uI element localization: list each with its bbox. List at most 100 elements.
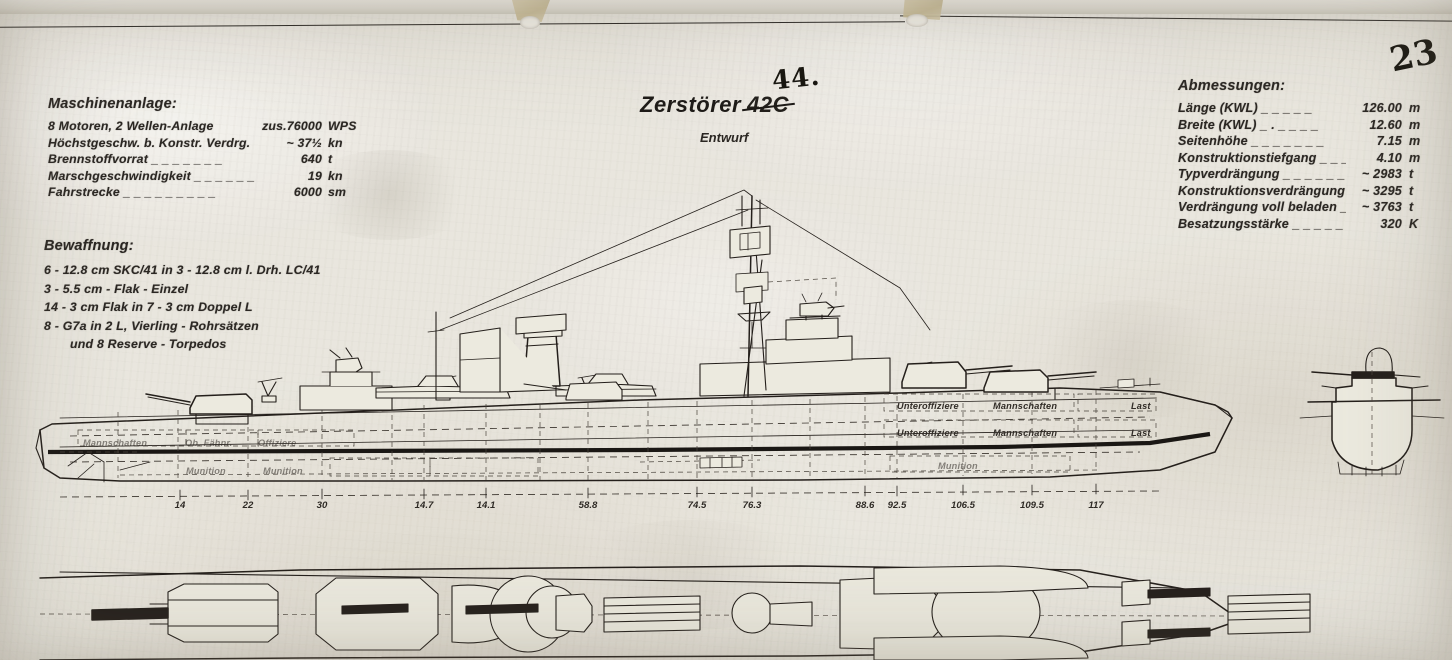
station-number: 14.1 — [476, 500, 496, 511]
compartment-label: Last — [1131, 428, 1151, 438]
machinery-heading: Maschinenanlage: — [48, 96, 177, 112]
dimension-row-label: Verdrängung voll beladen _ _ — [1178, 200, 1346, 214]
machinery-row-unit: kn — [328, 168, 343, 183]
dimension-row-value: ~ 2983 — [1361, 167, 1402, 181]
dimension-row-unit: t — [1409, 200, 1414, 214]
compartment-label: Offiziere — [258, 438, 297, 448]
dimension-row-label: Seitenhöhe _ _ _ _ _ _ _ — [1178, 134, 1325, 148]
station-number: 106.5 — [950, 500, 976, 511]
dimension-row-label: Länge (KWL) _ _ _ _ _ — [1178, 101, 1313, 115]
bulkheads — [117, 390, 1097, 480]
station-number: 22 — [242, 500, 254, 511]
machinery-row-value: 19 — [307, 168, 322, 183]
machinery-block: Maschinenanlage: 8 Motoren, 2 Wellen-Anl… — [48, 96, 356, 199]
dimension-row-value: 320 — [1380, 216, 1402, 231]
machinery-row-label: Brennstoffvorrat _ _ _ _ _ _ _ — [48, 152, 223, 166]
machinery-row-label: Fahrstrecke _ _ _ _ _ _ _ _ _ — [48, 185, 216, 199]
dimension-row-label: Breite (KWL) _ . _ _ _ _ — [1178, 117, 1319, 132]
dimension-row-unit: m — [1409, 134, 1421, 148]
forward-turrets — [523, 361, 1097, 401]
station-number: 88.6 — [855, 500, 875, 511]
compartment-label: Unteroffiziere — [897, 428, 959, 438]
title-struck-designation: 42C — [747, 92, 789, 117]
armament-line: 14 - 3 cm Flak in 7 - 3 cm Doppel L — [44, 300, 253, 314]
station-number: 117 — [1088, 500, 1104, 511]
mount-strip — [0, 0, 1452, 14]
deck-shelters — [459, 313, 567, 393]
armament-line: 8 - G7a in 2 L, Vierling - Rohrsätzen — [44, 318, 259, 333]
station-number: 14 — [174, 500, 186, 511]
dimension-row-unit: t — [1409, 183, 1414, 198]
compartment-label: Munition — [263, 466, 303, 476]
station-number: 109.5 — [1019, 500, 1045, 511]
machinery-row-value: ~ 37½ — [286, 135, 322, 150]
machinery-row-label: Marschgeschwindigkeit _ _ _ _ _ _ — [48, 168, 255, 183]
compartment-label: Unteroffiziere — [897, 401, 959, 411]
armament-line: 6 - 12.8 cm SKC/41 in 3 - 12.8 cm l. Drh… — [44, 263, 321, 277]
station-number: 92.5 — [887, 500, 907, 511]
station-number: 58.8 — [578, 500, 598, 511]
dimension-row-unit: m — [1409, 150, 1421, 165]
dimension-row-value: 4.10 — [1376, 150, 1402, 165]
station-number: 74.5 — [687, 500, 707, 511]
dimension-row-label: Konstruktionstiefgang _ _ _ — [1178, 150, 1346, 165]
forecastle-fittings — [1099, 377, 1161, 389]
compartment-label: Mannschaften — [83, 438, 148, 448]
plan-view — [39, 565, 1311, 660]
bridge-superstructure — [699, 292, 891, 397]
dimensions-heading: Abmessungen: — [1178, 78, 1286, 94]
foremast — [729, 195, 837, 397]
aft-turret-group — [145, 393, 253, 425]
midship-section-view — [1299, 347, 1445, 478]
machinery-row-label: Höchstgeschw. b. Konstr. Verdrg. — [48, 135, 251, 150]
compartment-label: Ob. Fähnr. — [185, 438, 233, 448]
tape-piece — [512, 0, 550, 22]
hull-outline — [35, 387, 1233, 482]
machinery-row-label: 8 Motoren, 2 Wellen-Anlage — [48, 119, 214, 133]
armament-list: 6 - 12.8 cm SKC/41 in 3 - 12.8 cm l. Drh… — [44, 261, 321, 354]
station-number: 14.7 — [414, 500, 434, 511]
dimension-row-unit: t — [1409, 167, 1414, 181]
stern-details — [60, 451, 151, 483]
armament-line: und 8 Reserve - Torpedos — [70, 337, 227, 351]
dimension-row-label: Konstruktionsverdrängung — [1178, 183, 1346, 198]
punch-hole — [906, 14, 928, 27]
compartment-label: Last — [1131, 401, 1151, 411]
dimension-row-unit: m — [1409, 101, 1421, 115]
aft-superstructure — [299, 347, 393, 411]
accommodation-boxes — [77, 393, 1157, 477]
dimensions-block: Abmessungen: Länge (KWL) _ _ _ _ _126.00… — [1178, 78, 1424, 231]
armament-block: Bewaffnung: 6 - 12.8 cm SKC/41 in 3 - 12… — [44, 238, 321, 354]
punch-hole — [520, 16, 540, 29]
title-main: Zerstörer — [640, 92, 742, 117]
dimension-row-label: Typverdrängung _ _ _ _ _ _ — [1178, 167, 1346, 181]
dimension-row-value: ~ 3295 — [1361, 183, 1402, 198]
machinery-row-unit: WPS — [328, 119, 357, 133]
dimension-row-unit: m — [1409, 117, 1421, 132]
compartment-label: Mannschaften — [993, 428, 1058, 438]
machinery-row-unit: kn — [328, 135, 343, 150]
compartment-label: Munition — [938, 461, 978, 471]
rigging — [427, 189, 931, 401]
compartment-label: Munition — [186, 466, 226, 476]
station-number: 30 — [316, 500, 328, 511]
hull-dashed-detail — [639, 456, 761, 469]
compartment-label: Mannschaften — [993, 401, 1058, 411]
frame-scale — [59, 483, 1161, 501]
dimension-row-label: Besatzungsstärke _ _ _ _ _ — [1178, 216, 1344, 231]
drawing-subtitle: Entwurf — [700, 130, 749, 145]
station-number: 76.3 — [742, 500, 762, 511]
dimension-row-value: ~ 3763 — [1361, 200, 1402, 214]
armament-line: 3 - 5.5 cm - Flak - Einzel — [44, 281, 189, 296]
machinery-row-value: 640 — [300, 152, 322, 166]
dimension-row-unit: K — [1409, 216, 1419, 231]
dimension-row-value: 7.15 — [1376, 134, 1402, 148]
armament-heading: Bewaffnung: — [44, 238, 134, 254]
machinery-row-value: 6000 — [293, 185, 322, 199]
machinery-row-unit: sm — [328, 185, 347, 199]
